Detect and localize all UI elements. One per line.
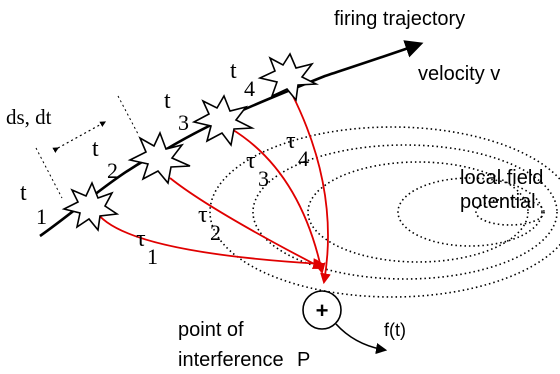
delay-labels: τ1 τ2 τ3 τ4 [136, 128, 309, 269]
firing-trajectory-label: firing trajectory [334, 8, 465, 30]
ds-dt-label: ds, dt [6, 105, 52, 129]
time-t3-sub: 3 [178, 110, 189, 135]
firing-star-3 [191, 94, 256, 147]
point-of-label: point of [178, 319, 244, 341]
firing-star-4 [257, 52, 320, 102]
delay-tau1-sub: 1 [147, 244, 158, 269]
delay-tau4-base: τ [286, 128, 296, 154]
contour-ring-2 [252, 144, 558, 280]
ds-dt-guide-left [35, 147, 63, 199]
output-label: f(t) [384, 320, 406, 340]
ds-dt-indicator [35, 95, 139, 199]
delay-tau3-sub: 3 [258, 166, 269, 191]
time-t3-label: t3 [164, 88, 189, 135]
contour-ring-1 [209, 126, 560, 298]
firing-events [61, 52, 320, 232]
time-t3-base: t [164, 88, 171, 114]
local-field-label-line1: local field [460, 167, 543, 189]
contour-ring-4 [397, 177, 543, 247]
interference-label: interference [178, 349, 284, 371]
output-arrow [335, 323, 388, 355]
time-t4-sub: 4 [244, 76, 255, 101]
firing-star-2 [127, 130, 191, 185]
delay-tau3-label: τ3 [246, 148, 269, 191]
delay-tau1-base: τ [136, 226, 146, 252]
field-contours [209, 126, 560, 298]
time-t2-base: t [92, 136, 99, 162]
delay-path-1 [94, 209, 325, 269]
delay-tau2-label: τ2 [198, 202, 221, 245]
delay-path-2 [169, 177, 324, 269]
delay-tau1-label: τ1 [136, 226, 158, 269]
delay-path-3 [229, 127, 326, 275]
time-t4-label: t4 [230, 58, 255, 101]
delay-tau2-sub: 2 [210, 220, 221, 245]
time-labels: t1 t2 t3 t4 [20, 58, 255, 229]
delay-tau4-label: τ4 [286, 128, 309, 171]
ds-dt-arrow [52, 121, 107, 153]
delay-path-4 [291, 93, 331, 285]
plus-sign: + [316, 298, 329, 323]
contour-ring-5 [475, 198, 545, 226]
time-t2-sub: 2 [107, 158, 118, 183]
delay-paths [94, 93, 331, 285]
interference-point: + [302, 290, 342, 330]
local-field-label-line2: potential [460, 191, 536, 213]
interference-circle [302, 290, 342, 330]
delay-tau4-sub: 4 [298, 146, 309, 171]
velocity-label: velocity v [418, 63, 500, 85]
ds-dt-guide-right [117, 95, 139, 135]
delay-tau3-base: τ [246, 148, 256, 174]
time-t4-base: t [230, 58, 237, 84]
contour-ring-3 [307, 161, 529, 263]
firing-star-1 [61, 180, 120, 232]
time-t1-label: t1 [20, 180, 47, 229]
time-t1-base: t [20, 180, 27, 206]
time-t1-sub: 1 [36, 204, 47, 229]
delay-tau2-base: τ [198, 202, 208, 228]
point-p-label: P [297, 349, 310, 371]
time-t2-label: t2 [92, 136, 118, 183]
